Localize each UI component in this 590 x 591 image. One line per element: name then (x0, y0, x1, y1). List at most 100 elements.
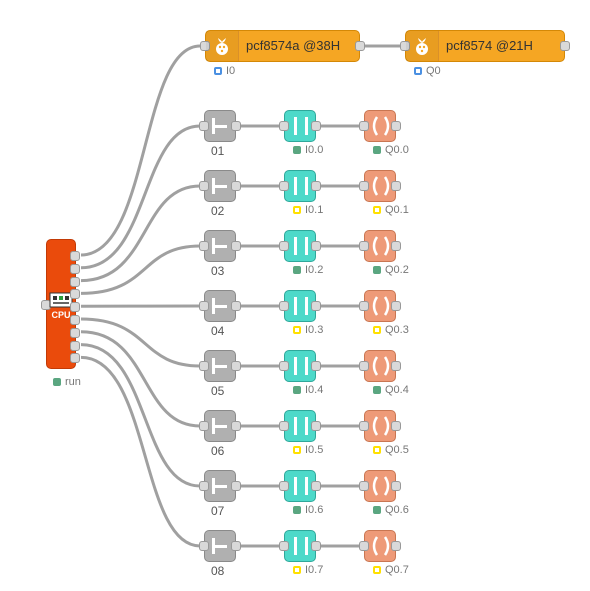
status-indicator (293, 266, 301, 274)
output-port[interactable] (231, 481, 241, 491)
cpu-node[interactable]: CPU (41, 239, 80, 369)
pcf8574-node[interactable]: pcf8574 @21H (400, 30, 570, 62)
wire-cpu-to-contact[interactable] (80, 330, 201, 428)
output-port[interactable] (231, 241, 241, 251)
wire-cpu-to-contact[interactable] (80, 343, 201, 488)
coil-status: I0.5 (293, 444, 323, 456)
cpu-output-port[interactable] (70, 251, 80, 261)
input-port[interactable] (279, 421, 289, 431)
output-node[interactable] (359, 350, 401, 382)
output-port[interactable] (391, 481, 401, 491)
output-node[interactable] (359, 470, 401, 502)
input-port[interactable] (279, 241, 289, 251)
output-node[interactable] (359, 170, 401, 202)
input-port[interactable] (359, 541, 369, 551)
output-node[interactable] (359, 230, 401, 262)
cpu-output-port[interactable] (70, 276, 80, 287)
cpu-output-port[interactable] (70, 327, 80, 338)
cpu-output-port[interactable] (70, 315, 80, 325)
output-port[interactable] (311, 241, 321, 251)
input-port[interactable] (279, 301, 289, 311)
input-port[interactable] (199, 481, 209, 491)
output-port[interactable] (311, 421, 321, 431)
input-port[interactable] (359, 241, 369, 251)
output-port[interactable] (391, 421, 401, 431)
coil-node[interactable] (279, 410, 321, 442)
output-port[interactable] (231, 361, 241, 371)
output-port[interactable] (231, 301, 241, 311)
wire-cpu-to-contact[interactable] (80, 124, 201, 270)
input-port[interactable] (200, 41, 210, 51)
contact-node[interactable] (199, 290, 241, 322)
input-port[interactable] (279, 361, 289, 371)
input-port[interactable] (279, 121, 289, 131)
input-port[interactable] (359, 121, 369, 131)
contact-node[interactable] (199, 170, 241, 202)
coil-node[interactable] (279, 170, 321, 202)
output-node[interactable] (359, 290, 401, 322)
status-text: Q0.1 (385, 204, 409, 216)
wire-cpu-to-contact[interactable] (80, 317, 201, 368)
input-port[interactable] (359, 301, 369, 311)
coil-node[interactable] (279, 530, 321, 562)
cpu-output-port[interactable] (70, 263, 80, 274)
output-port[interactable] (391, 301, 401, 311)
pcf8574a-node[interactable]: pcf8574a @38H (200, 30, 365, 62)
output-port[interactable] (391, 541, 401, 551)
coil-node[interactable] (279, 230, 321, 262)
input-port[interactable] (199, 121, 209, 131)
input-port[interactable] (199, 541, 209, 551)
cpu-output-port[interactable] (70, 353, 80, 364)
input-port[interactable] (199, 301, 209, 311)
input-port[interactable] (199, 181, 209, 191)
output-port[interactable] (231, 541, 241, 551)
wire-cpu-to-pcf8574a[interactable] (80, 44, 201, 257)
output-port[interactable] (311, 481, 321, 491)
output-port[interactable] (391, 121, 401, 131)
output-port[interactable] (391, 181, 401, 191)
input-port[interactable] (279, 541, 289, 551)
input-port[interactable] (359, 361, 369, 371)
output-port[interactable] (231, 121, 241, 131)
cpu-chip-icon (49, 292, 73, 308)
contact-node[interactable] (199, 470, 241, 502)
output-port[interactable] (391, 361, 401, 371)
wire-cpu-to-contact[interactable] (80, 244, 201, 295)
cpu-output-port[interactable] (70, 302, 80, 313)
contact-node[interactable] (199, 530, 241, 562)
output-node[interactable] (359, 410, 401, 442)
contact-node[interactable] (199, 110, 241, 142)
cpu-output-port[interactable] (70, 340, 80, 351)
input-port[interactable] (400, 41, 410, 51)
input-port[interactable] (359, 421, 369, 431)
coil-node[interactable] (279, 350, 321, 382)
contact-node[interactable] (199, 410, 241, 442)
input-port[interactable] (279, 181, 289, 191)
input-port[interactable] (359, 481, 369, 491)
output-port[interactable] (311, 541, 321, 551)
output-port[interactable] (311, 361, 321, 371)
cpu-output-port[interactable] (70, 289, 80, 300)
wire-cpu-to-contact[interactable] (80, 355, 201, 548)
output-port[interactable] (355, 41, 365, 51)
coil-node[interactable] (279, 110, 321, 142)
coil-node[interactable] (279, 290, 321, 322)
output-port[interactable] (391, 241, 401, 251)
input-port[interactable] (199, 421, 209, 431)
output-port[interactable] (311, 181, 321, 191)
contact-node[interactable] (199, 230, 241, 262)
output-port[interactable] (311, 301, 321, 311)
output-port[interactable] (231, 181, 241, 191)
coil-node[interactable] (279, 470, 321, 502)
contact-node[interactable] (199, 350, 241, 382)
output-port[interactable] (560, 41, 570, 51)
input-port[interactable] (199, 361, 209, 371)
output-port[interactable] (231, 421, 241, 431)
output-node[interactable] (359, 530, 401, 562)
input-port[interactable] (359, 181, 369, 191)
input-port[interactable] (199, 241, 209, 251)
input-port[interactable] (279, 481, 289, 491)
output-node[interactable] (359, 110, 401, 142)
output-port[interactable] (311, 121, 321, 131)
wire-cpu-to-contact[interactable] (80, 184, 201, 283)
